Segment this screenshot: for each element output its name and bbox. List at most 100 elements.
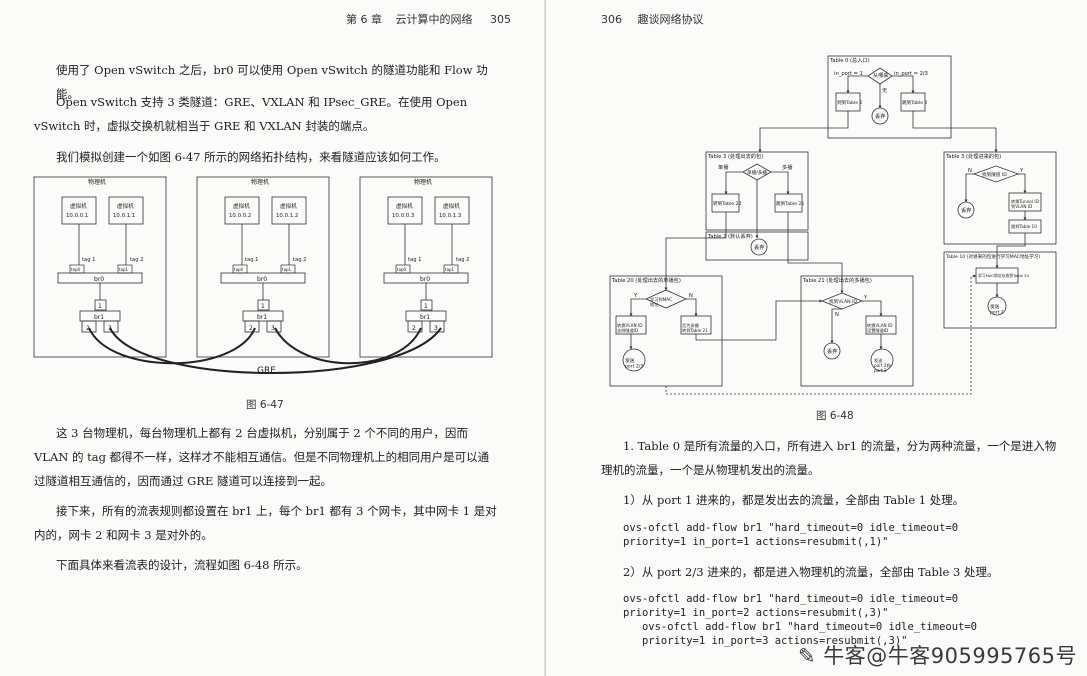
paragraph: 我们模拟创建一个如图 6-47 所示的网络拓扑结构，来看隧道应该如何工作。 <box>56 150 446 164</box>
svg-text:Y: Y <box>863 295 868 301</box>
vm-name: 虚拟机 <box>280 202 297 210</box>
svg-text:Y: Y <box>633 293 638 299</box>
paragraph: 使用了 Open vSwitch 之后，br0 可以使用 Open vSwitc… <box>56 63 488 101</box>
bridge-label: br0 <box>420 276 430 283</box>
port-label: 1 <box>424 303 428 310</box>
svg-text:in_port = 2/3: in_port = 2/3 <box>894 71 928 77</box>
gre-label: GRE <box>257 366 276 376</box>
svg-text:丢弃: 丢弃 <box>875 112 885 120</box>
bridge-label: br1 <box>257 314 267 321</box>
svg-text:N: N <box>689 293 693 299</box>
svg-text:学习MAC地址存放到Table 20: 学习MAC地址存放到Table 20 <box>978 273 1029 278</box>
machine-label: 物理机 <box>88 178 106 186</box>
svg-text:丢弃: 丢弃 <box>754 243 764 251</box>
port-label: 3 <box>434 325 438 332</box>
vm-ip: 10.0.0.1 <box>66 213 88 219</box>
flow-table-figure: Table 0 (总入口) 从哪来 in_port = 1 in_port = … <box>609 55 1057 395</box>
paragraph: 接下来，所有的流表规则都设置在 br1 上，每个 br1 都有 3 个网卡，其中… <box>34 504 497 542</box>
port-label: 1 <box>261 303 265 310</box>
vm-box <box>108 196 144 225</box>
vm-box <box>271 196 307 225</box>
machine-label: 物理机 <box>251 178 269 186</box>
tag-label: tag 2 <box>130 257 143 263</box>
vm-ip: 10.0.1.1 <box>113 213 135 219</box>
table0-title: Table 0 (总入口) <box>829 56 870 64</box>
right-page: 306 趣谈网络协议 <box>546 0 1087 676</box>
tap-label: tap0 <box>71 267 81 272</box>
svg-text:跳到Table 21: 跳到Table 21 <box>776 200 804 207</box>
paragraph: 这 3 台物理机，每台物理机上都有 2 台虚拟机，分别属于 2 个不同的用户，因… <box>34 426 490 488</box>
list-item: 1. Table 0 是所有流量的入口，所有进入 br1 的流量，分为两种流量，… <box>601 439 1057 477</box>
bridge-label: br0 <box>94 276 104 283</box>
bridge-label: br1 <box>94 314 104 321</box>
port-label: 2 <box>249 325 253 332</box>
table3-right-title: Table 3 (处理进来的包) <box>945 152 1001 160</box>
tag-label: tag 1 <box>408 257 421 263</box>
svg-text:从哪来: 从哪来 <box>873 71 889 79</box>
svg-text:转到Table 20: 转到Table 20 <box>713 200 741 207</box>
br1-box <box>242 310 284 322</box>
vm-ip: 10.0.1.2 <box>276 213 298 219</box>
vm-name: 虚拟机 <box>443 202 460 210</box>
list-item: 2）从 port 2/3 进来的，都是进入物理机的流量，全部由 Table 3 … <box>623 565 999 579</box>
svg-text:N: N <box>968 168 972 174</box>
bridge-label: br0 <box>257 276 267 283</box>
flow-labels: Table 0 (总入口) 从哪来 in_port = 1 in_port = … <box>611 56 1040 373</box>
vm-ip: 10.0.0.3 <box>392 213 414 219</box>
port-label: 2 <box>86 325 90 332</box>
left-page-header: 第 6 章 云计算中的网络 305 <box>346 11 511 27</box>
paragraph: 下面具体来看流表的设计，流程如图 6-48 所示。 <box>56 558 308 572</box>
tag-label: tag 2 <box>293 257 306 263</box>
code-block: ovs-ofctl add-flow br1 "hard_timeout=0 i… <box>623 522 959 548</box>
vm-name: 虚拟机 <box>396 202 413 210</box>
book-gutter <box>544 0 547 676</box>
vm-name: 虚拟机 <box>70 202 87 210</box>
svg-text:in_port = 1: in_port = 1 <box>834 71 863 77</box>
table3-left-title: Table 3 (处理出去的包) <box>707 152 763 160</box>
vm-box <box>224 196 260 225</box>
machine-label: 物理机 <box>414 178 432 186</box>
port-label: 2 <box>412 325 416 332</box>
vm-box <box>387 196 423 225</box>
svg-text:N: N <box>835 312 839 318</box>
watermark-text: 牛客@牛客905995765号 <box>823 644 1077 668</box>
tap-label: tap1 <box>282 267 292 272</box>
br1-box <box>405 310 447 322</box>
svg-text:无: 无 <box>882 87 887 94</box>
svg-text:找到VLAN ID: 找到VLAN ID <box>829 298 857 305</box>
figure-caption: 图 6-48 <box>816 410 854 422</box>
tap-label: tap0 <box>397 267 407 272</box>
app-logo-icon: ✎ <box>797 644 824 668</box>
gre-tunnel-1-3 <box>109 327 442 374</box>
tag-label: tag 2 <box>456 257 469 263</box>
table10-title: Table 10 (对进来的包进行学习MAC地址学习) <box>945 253 1040 260</box>
svg-text:单播: 单播 <box>718 163 729 171</box>
vm-ip: 10.0.1.3 <box>439 213 461 219</box>
table20-title: Table 20 (处理出去的单播包) <box>611 276 681 284</box>
tap-label: tap1 <box>445 267 455 272</box>
chapter-number: 第 6 章 <box>346 13 382 26</box>
page-number: 305 <box>490 13 511 26</box>
table0-box <box>827 55 952 139</box>
tap-label: tap1 <box>119 267 129 272</box>
svg-text:到到Table 1: 到到Table 1 <box>837 99 863 106</box>
vm-ip: 10.0.0.2 <box>229 213 251 219</box>
svg-text:跳到Table 2: 跳到Table 2 <box>902 99 928 106</box>
vm-box <box>61 196 97 225</box>
code-block: ovs-ofctl add-flow br1 "hard_timeout=0 i… <box>623 593 978 647</box>
svg-text:否为多播转到Table 21: 否为多播转到Table 21 <box>682 322 708 334</box>
tap-label: tap0 <box>234 267 244 272</box>
chapter-title: 云计算中的网络 <box>395 13 473 26</box>
vm-name: 虚拟机 <box>117 202 134 210</box>
svg-text:单播/多播: 单播/多播 <box>747 169 767 176</box>
